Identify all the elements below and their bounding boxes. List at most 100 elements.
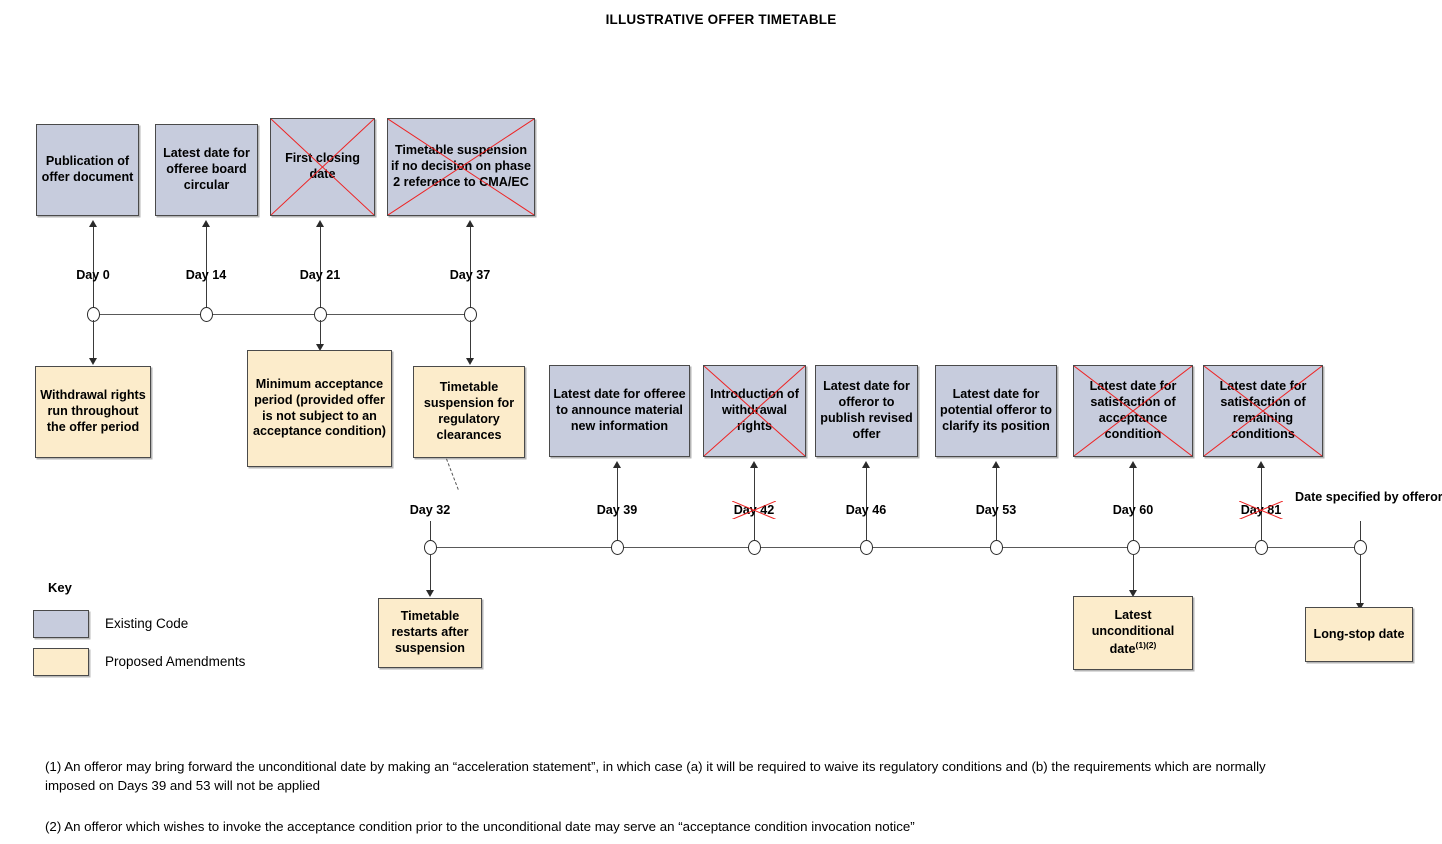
arrow-down-icon [1128,590,1137,597]
day-label-text: Day 37 [449,268,491,282]
box-label: Introduction of withdrawal rights [710,387,799,433]
box-label: Minimum acceptance period (provided offe… [253,376,386,439]
timeline-node-day-46[interactable] [859,540,873,555]
arrow-up-icon [465,220,474,227]
legend-label-existing-code: Existing Code [105,616,189,631]
box-label-wrap: Latest unconditional date(1)(2) [1077,608,1189,658]
legend-label-proposed-amendments: Proposed Amendments [105,654,246,669]
connector-line [470,320,471,358]
legend-swatch-existing-code [33,610,89,638]
arrow-down-icon [315,344,324,351]
arrow-down-icon [425,590,434,597]
tick-line [320,288,321,308]
arrow-down-icon [88,358,97,365]
tick-line [996,521,997,541]
box-label: Latest date for satisfaction of acceptan… [1089,379,1177,441]
tick-line [1261,521,1262,541]
day-label-text: Day 42 [733,503,775,517]
timeline-top-axis [93,314,471,315]
box-latest-date-offeree-announce-material-new-info: Latest date for offeree to announce mate… [549,365,690,457]
tick-line [1133,521,1134,541]
footnote-1: (1) An offeror may bring forward the unc… [45,759,1266,794]
connector-line [1133,465,1134,541]
arrow-up-icon [201,220,210,227]
tick-line [754,521,755,541]
box-introduction-of-withdrawal-rights: Introduction of withdrawal rights [703,365,806,457]
day-label-text: Day 14 [185,268,227,282]
connector-line [93,320,94,358]
box-timetable-restarts-after-suspension: Timetable restarts after suspension [378,598,482,668]
box-label: Publication of offer document [41,154,134,184]
legend-swatch-proposed-amendments [33,648,89,676]
day-label-day-39: Day 39 [567,503,667,517]
box-label: Latest date for offeree to announce mate… [553,387,686,433]
arrow-up-icon [315,220,324,227]
day-label-text: Date specified by offeror [1295,490,1442,504]
tick-line [470,288,471,308]
day-label-date-specified-by-offeror: Date specified by offeror [1295,490,1442,504]
timeline-node-day-39[interactable] [610,540,624,555]
connector-line [206,224,207,308]
box-label: Latest date for offeror to publish revis… [820,379,913,441]
day-label-day-60: Day 60 [1083,503,1183,517]
connector-line [320,224,321,308]
box-label: Withdrawal rights run throughout the off… [40,388,146,434]
box-latest-date-offeror-publish-revised-offer: Latest date for offeror to publish revis… [815,365,918,457]
box-latest-date-satisfaction-remaining-conditions: Latest date for satisfaction of remainin… [1203,365,1323,457]
box-minimum-acceptance-period: Minimum acceptance period (provided offe… [247,350,392,467]
arrow-up-icon [1128,461,1137,468]
timeline-node-day-81[interactable] [1254,540,1268,555]
timeline-bottom-axis [430,547,1360,548]
day-label-day-53: Day 53 [946,503,1046,517]
day-label-day-42: Day 42 [704,503,804,517]
arrow-up-icon [749,461,758,468]
box-label: Latest unconditional date [1091,607,1175,657]
timeline-node-day-53[interactable] [989,540,1003,555]
day-label-text: Day 32 [409,503,451,517]
day-label-text: Day 53 [975,503,1017,517]
box-label: Latest date for satisfaction of remainin… [1219,379,1307,441]
page-title: ILLUSTRATIVE OFFER TIMETABLE [605,12,837,27]
tick-line [430,521,431,541]
box-latest-date-potential-offeror-clarify-position: Latest date for potential offeror to cla… [935,365,1057,457]
day-label-day-46: Day 46 [816,503,916,517]
connector-line [1133,554,1134,590]
dashed-connector-line [446,458,459,490]
day-label-day-21: Day 21 [270,268,370,282]
box-label: Timetable suspension for regulatory clea… [423,380,515,442]
box-latest-date-offeree-board-circular: Latest date for offeree board circular [155,124,258,216]
connector-line [430,554,431,590]
day-label-day-14: Day 14 [156,268,256,282]
timeline-node-day-42[interactable] [747,540,761,555]
day-label-day-81: Day 81 [1211,503,1311,517]
arrow-up-icon [88,220,97,227]
tick-line [206,288,207,308]
footnote-superscript: (1)(2) [1135,639,1157,650]
tick-line [1360,521,1361,541]
arrow-up-icon [612,461,621,468]
timeline-node-day-32[interactable] [423,540,437,555]
tick-line [866,521,867,541]
footnote-2: (2) An offeror which wishes to invoke th… [45,819,915,834]
box-latest-date-satisfaction-acceptance-condition: Latest date for satisfaction of acceptan… [1073,365,1193,457]
timeline-node-day-14[interactable] [199,307,213,322]
tick-line [93,288,94,308]
day-label-text: Day 39 [596,503,638,517]
arrow-up-icon [1256,461,1265,468]
tick-line [617,521,618,541]
timeline-node-day-60[interactable] [1126,540,1140,555]
connector-line [470,224,471,308]
day-label-day-0: Day 0 [43,268,143,282]
arrow-down-icon [465,358,474,365]
connector-line [866,465,867,541]
box-withdrawal-rights-run: Withdrawal rights run throughout the off… [35,366,151,458]
box-label: Long-stop date [1313,626,1405,641]
day-label-day-37: Day 37 [420,268,520,282]
arrow-up-icon [991,461,1000,468]
box-latest-unconditional-date: Latest unconditional date(1)(2) [1073,596,1193,670]
connector-line [996,465,997,541]
day-label-text: Day 0 [76,268,110,282]
box-label: First closing date [285,151,360,181]
timeline-node-date-specified[interactable] [1353,540,1367,555]
